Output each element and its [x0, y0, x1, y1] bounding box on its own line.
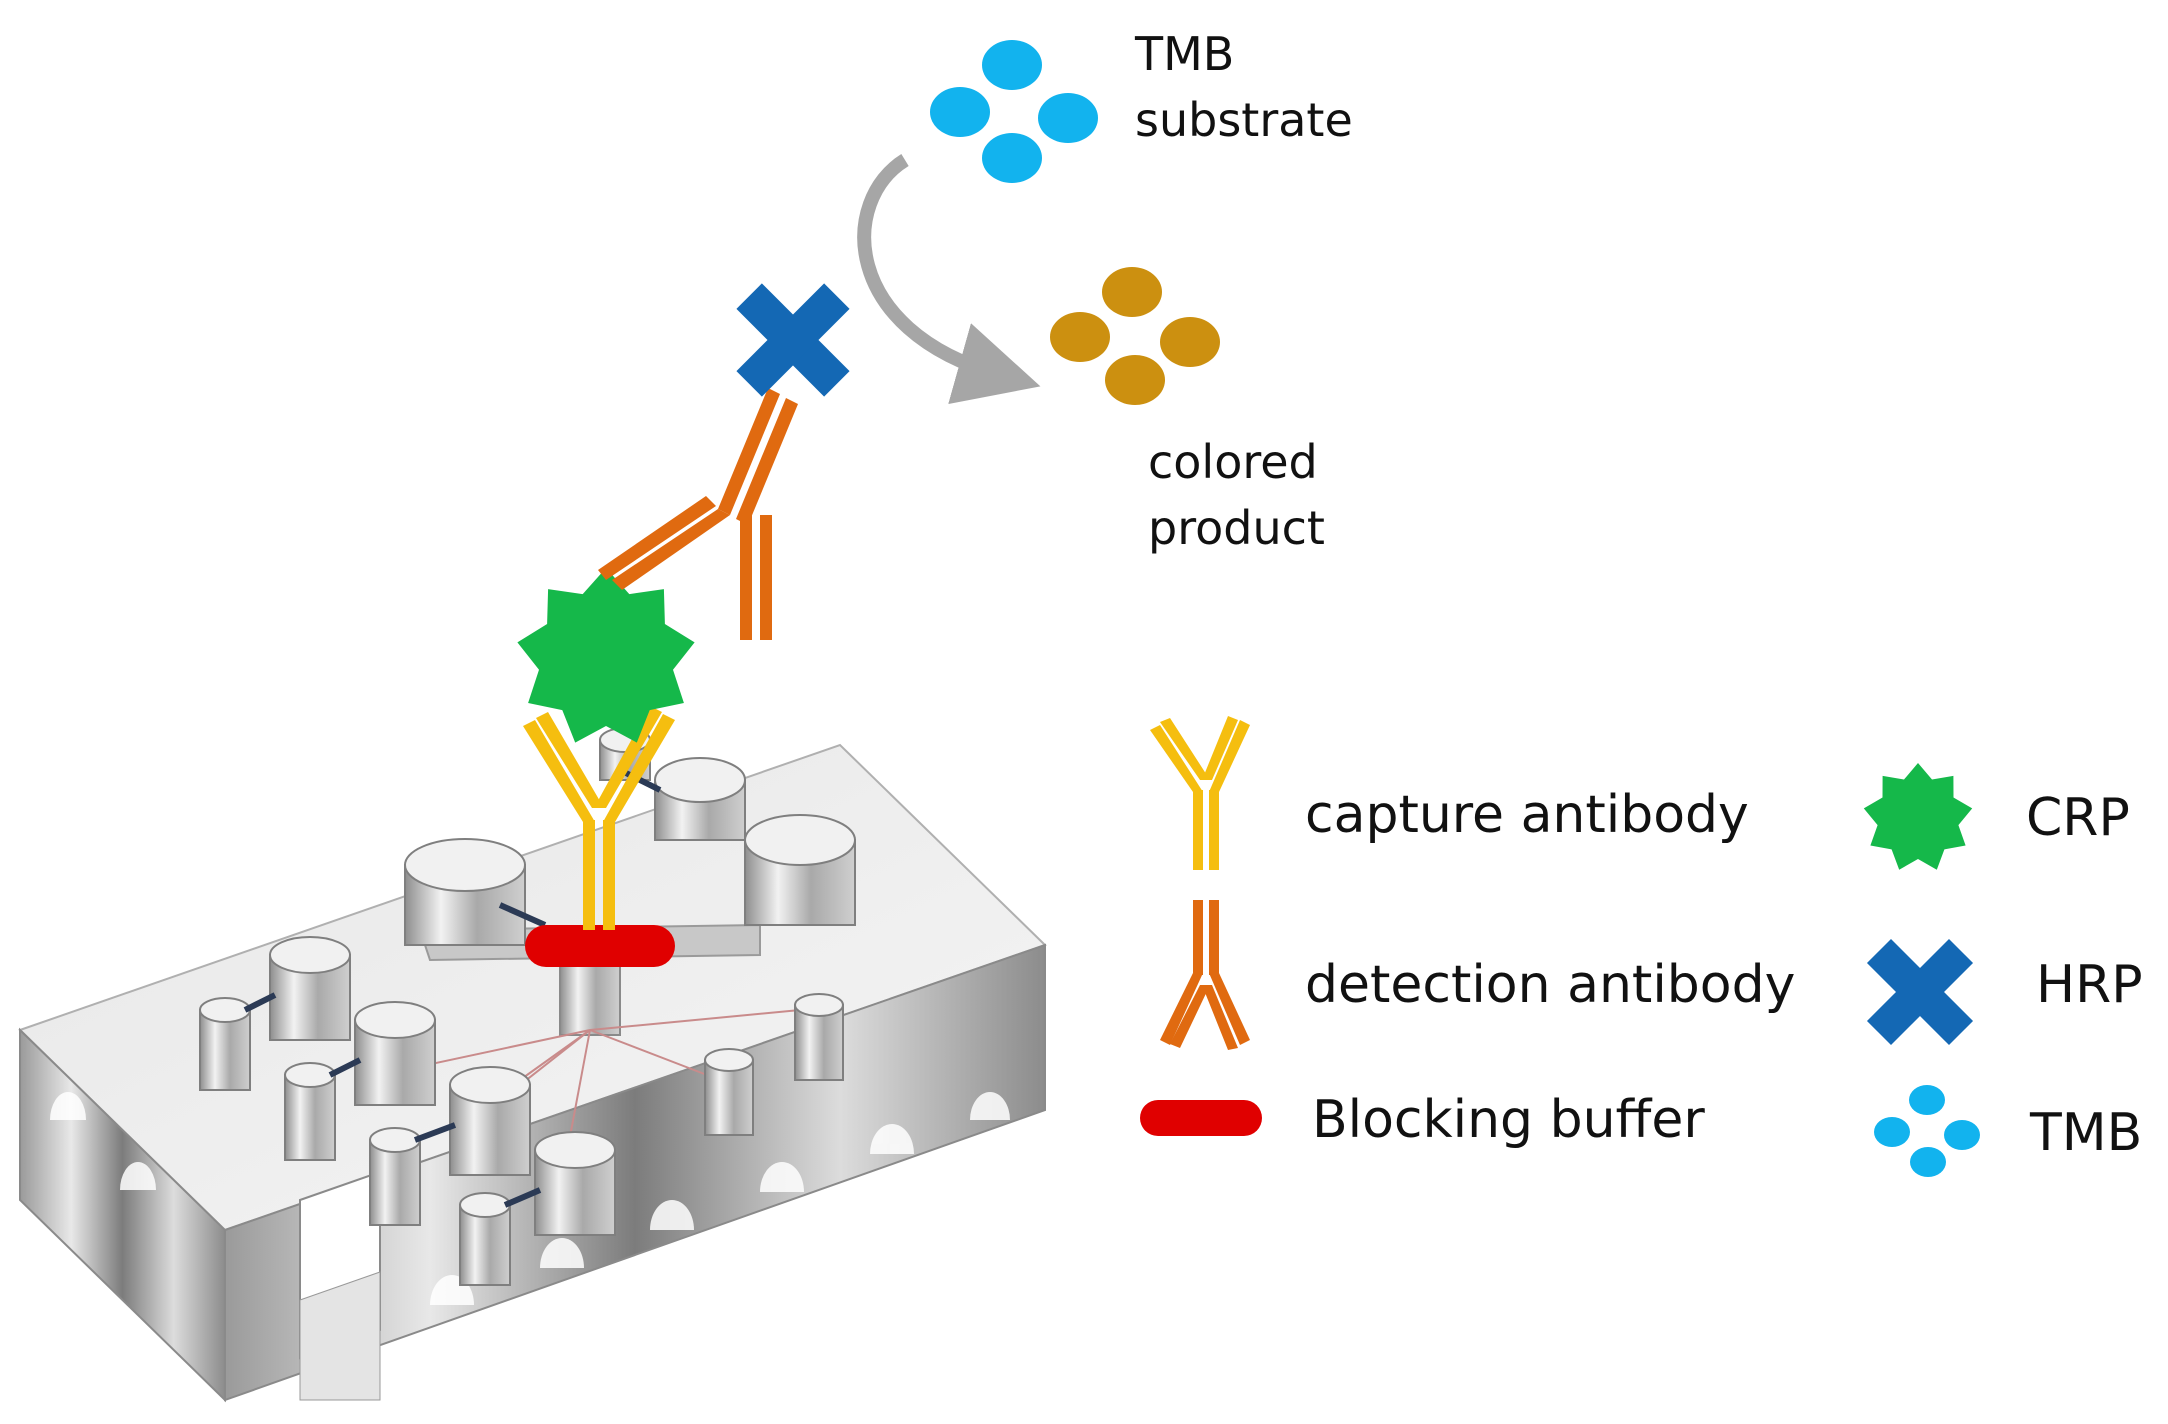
hrp-x-icon: [736, 283, 850, 397]
curved-arrow-icon: [857, 154, 1041, 405]
legend-blocking-buffer-label: Blocking buffer: [1312, 1090, 1705, 1150]
legend-crp-icon: [1863, 763, 1973, 870]
product-label-line1: colored: [1148, 435, 1318, 489]
legend-hrp-icon: [1866, 938, 1974, 1046]
legend-blocking-buffer-icon: [1140, 1100, 1262, 1136]
legend-detection-antibody-icon: [1160, 900, 1250, 1050]
colored-product-particle-icon: [1050, 267, 1220, 405]
legend-tmb-icon: [1874, 1085, 1980, 1177]
substrate-label-line2: substrate: [1135, 93, 1353, 147]
legend-tmb-label: TMB: [2029, 1103, 2142, 1163]
microfluidic-chip-icon: [18, 727, 1047, 1403]
substrate-label-line1: TMB: [1134, 27, 1234, 81]
crp-star-icon: [517, 568, 695, 743]
product-label-line2: product: [1148, 501, 1325, 555]
blocking-buffer-pill-icon: [525, 925, 675, 967]
detection-antibody-y-icon: [598, 388, 798, 640]
legend: capture antibody detection antibody Bloc…: [1140, 716, 2143, 1177]
capture-antibody-y-icon: [523, 706, 675, 930]
legend-crp-label: CRP: [2026, 788, 2130, 848]
legend-detection-antibody-label: detection antibody: [1305, 955, 1795, 1015]
legend-capture-antibody-label: capture antibody: [1305, 785, 1749, 845]
legend-capture-antibody-icon: [1150, 716, 1250, 870]
tmb-particle-icon: [930, 40, 1098, 183]
legend-hrp-label: HRP: [2036, 955, 2143, 1015]
